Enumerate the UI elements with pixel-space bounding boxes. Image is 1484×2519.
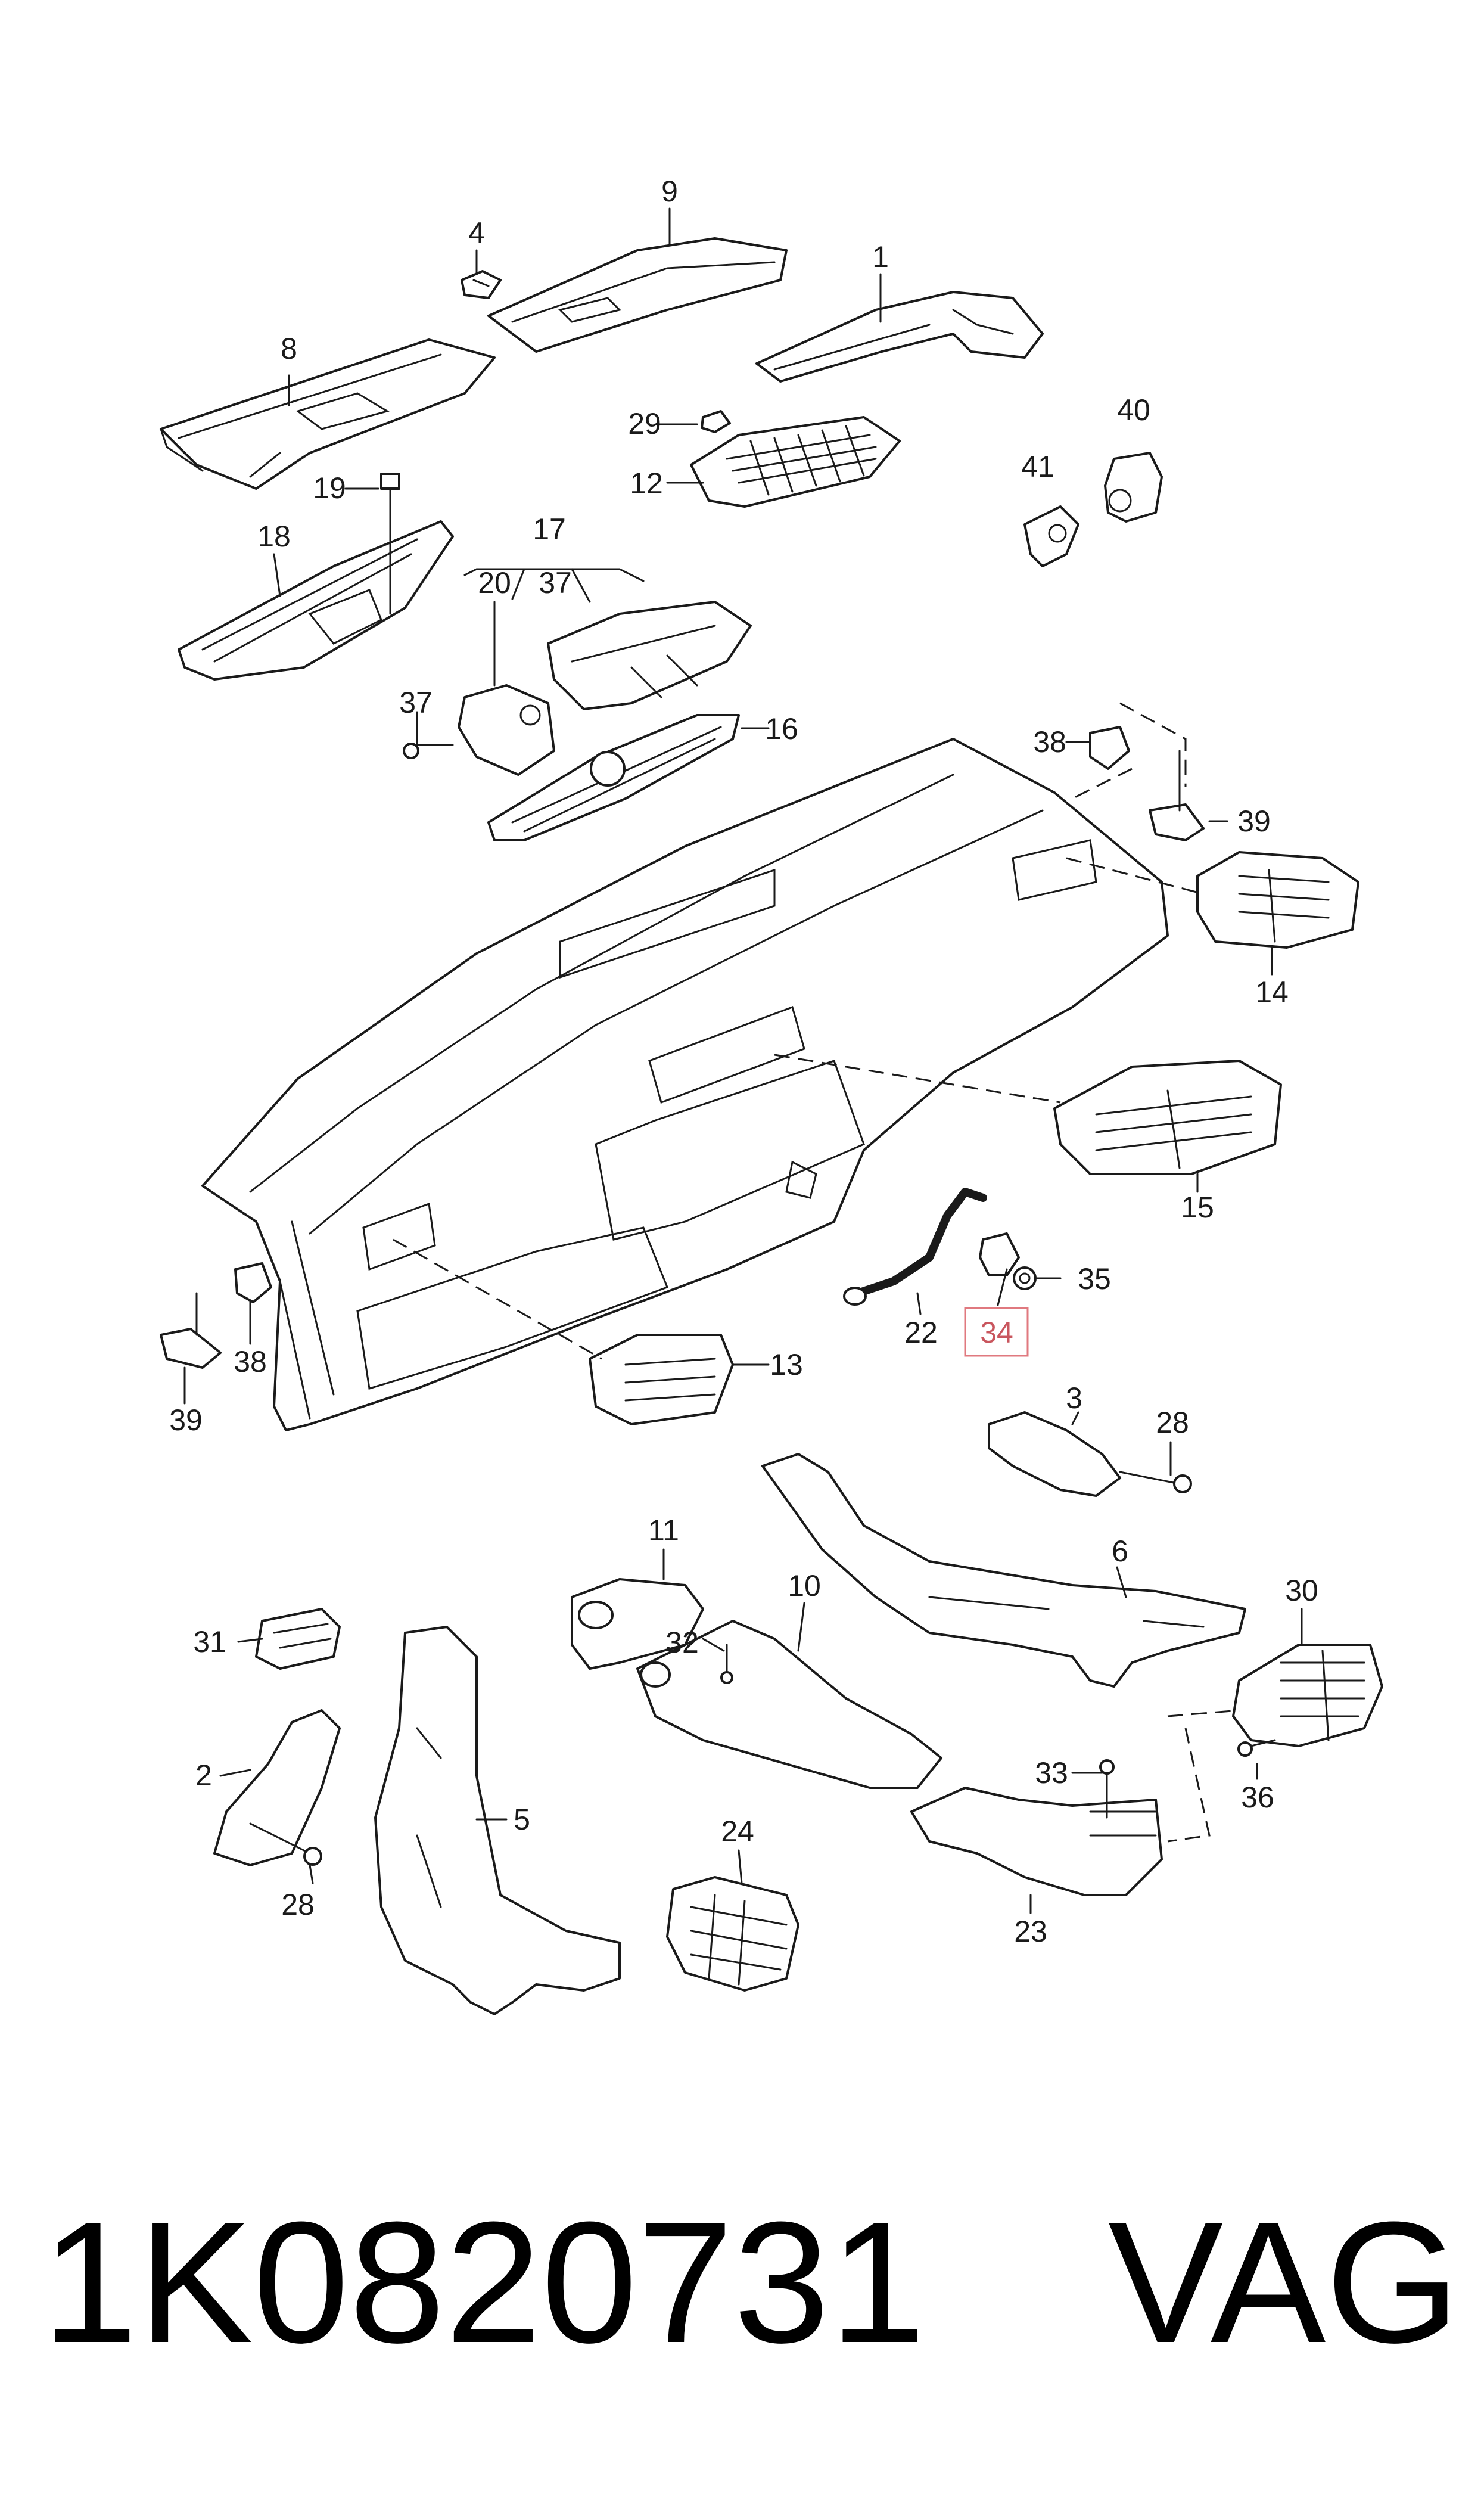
part-34-sensor-housing: [979, 1232, 1020, 1276]
part-40-sensor: [1104, 452, 1163, 523]
part-2-duct-bracket: [213, 1709, 341, 1866]
label-part-28-right: 28: [1156, 1406, 1189, 1439]
label-part-39-left: 39: [169, 1403, 203, 1437]
label-part-39-right: 39: [1237, 805, 1271, 838]
connector-13: [393, 1238, 602, 1360]
part-29-nut: [701, 410, 731, 433]
dashboard-panel: [201, 738, 1169, 1431]
part-3-duct-bracket: [988, 1411, 1121, 1497]
label-part-3: 3: [1066, 1381, 1082, 1415]
label-part-14: 14: [1255, 976, 1289, 1009]
part-38-clip-right: [1089, 726, 1130, 770]
part-28-screw-left: [249, 1822, 322, 1866]
label-part-9: 9: [661, 175, 678, 208]
label-part-31: 31: [193, 1625, 226, 1658]
connector-39-right: [1072, 702, 1187, 800]
brand-name: VAG: [1108, 2186, 1460, 2379]
part-4-clip: [461, 270, 502, 299]
label-part-17: 17: [533, 513, 566, 546]
highlight-box-part-34: [964, 1307, 1029, 1357]
part-1-duct-bracket: [755, 291, 1044, 383]
label-part-19: 19: [313, 471, 346, 505]
label-part-11: 11: [648, 1514, 679, 1547]
label-part-37-top: 37: [539, 566, 572, 600]
label-part-32: 32: [665, 1626, 699, 1659]
part-6-floor-duct: [761, 1453, 1246, 1688]
label-part-28-left: 28: [281, 1888, 315, 1921]
label-part-1: 1: [872, 240, 889, 274]
label-part-6: 6: [1112, 1535, 1128, 1568]
part-24-grille: [666, 1876, 799, 1992]
label-part-15: 15: [1181, 1191, 1214, 1224]
label-part-41: 41: [1021, 450, 1054, 483]
part-39-bracket-left: [160, 1292, 222, 1369]
connector-15: [774, 1054, 1061, 1104]
part-41-bracket: [1023, 505, 1079, 567]
leader-lines: [183, 207, 1303, 1914]
part-10-duct: [636, 1620, 942, 1789]
part-23-duct-end: [910, 1787, 1163, 1896]
connector-30: [1167, 1709, 1240, 1843]
label-part-18: 18: [257, 520, 291, 553]
part-14-vent-outlet: [1196, 851, 1359, 949]
label-part-40: 40: [1117, 393, 1150, 427]
label-part-5: 5: [514, 1803, 530, 1836]
label-part-8: 8: [281, 332, 297, 365]
label-part-24: 24: [721, 1815, 754, 1848]
part-13-vent-outlet: [589, 1334, 734, 1425]
label-part-4: 4: [468, 216, 485, 250]
part-20-actuator: [458, 684, 555, 776]
label-part-22: 22: [904, 1316, 938, 1349]
label-part-35: 35: [1078, 1262, 1111, 1296]
label-part-38-right: 38: [1033, 725, 1066, 759]
part-22-hose: [843, 1188, 987, 1306]
part-12-vent-grille: [690, 416, 901, 508]
label-part-16: 16: [765, 712, 798, 746]
part-18-vent-housing: [178, 520, 454, 681]
part-8-plenum-panel: [160, 338, 496, 490]
label-part-37-left: 37: [399, 686, 433, 719]
label-part-33: 33: [1035, 1756, 1068, 1790]
label-part-29: 29: [628, 407, 661, 440]
label-part-20: 20: [478, 566, 511, 600]
part-37b-screw: [403, 743, 454, 759]
part-38-clip-left: [234, 1262, 272, 1303]
label-part-34: 34: [980, 1316, 1013, 1349]
part-36-screw: [1237, 1739, 1276, 1757]
part-39-bracket-right: [1149, 750, 1205, 841]
part-31-connector: [255, 1608, 341, 1670]
part-30-vent-outlet: [1232, 1644, 1383, 1747]
part-28-screw-right: [1119, 1471, 1192, 1493]
part-32-screw: [720, 1644, 733, 1684]
part-35-grommet: [1013, 1266, 1037, 1290]
part-15-vent-outlet: [1053, 1060, 1282, 1175]
part-5-rear-duct: [374, 1626, 621, 2015]
label-part-12: 12: [630, 467, 663, 500]
part-19-screw: [380, 473, 400, 615]
part-16-vent-strip: [487, 714, 740, 841]
label-part-30: 30: [1285, 1574, 1318, 1607]
label-part-10: 10: [788, 1569, 821, 1602]
part-33-screw: [1099, 1759, 1115, 1819]
label-part-38-left: 38: [234, 1345, 267, 1378]
part-37-vent-unit: [547, 601, 752, 710]
part-number: 1K0820731: [42, 2186, 926, 2379]
label-part-23: 23: [1014, 1915, 1047, 1948]
label-part-36: 36: [1241, 1781, 1274, 1814]
part-9-plenum-panel: [487, 237, 788, 353]
label-part-2: 2: [195, 1759, 212, 1792]
part-17-bracket-lines: [463, 568, 645, 603]
label-part-13: 13: [770, 1348, 803, 1381]
